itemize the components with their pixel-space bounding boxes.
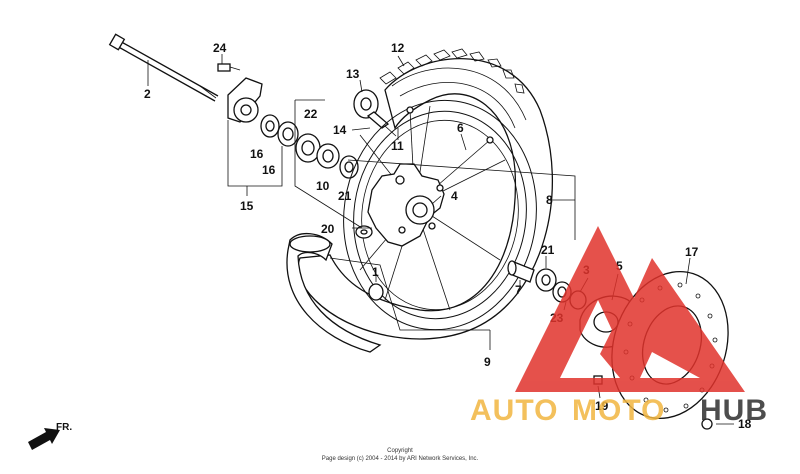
callout-11: 11 xyxy=(391,139,404,153)
callout-16b: 16 xyxy=(262,163,276,177)
callout-10: 10 xyxy=(316,179,330,193)
front-label: FR. xyxy=(56,422,72,433)
callout-21b: 21 xyxy=(541,243,555,257)
callout-16a: 16 xyxy=(250,147,264,161)
callout-7: 7 xyxy=(515,283,522,297)
watermark-moto: MOTO xyxy=(572,394,665,427)
callout-19: 19 xyxy=(595,399,609,413)
bearing-set-left xyxy=(295,133,359,179)
callout-17: 17 xyxy=(685,245,699,259)
copyright-line: Page design (c) 2004 - 2014 by ARI Netwo… xyxy=(322,456,479,462)
callout-13: 13 xyxy=(346,67,360,81)
callout-14: 14 xyxy=(333,123,347,137)
callout-9: 9 xyxy=(484,355,491,369)
callout-22: 22 xyxy=(304,107,318,121)
callout-21a: 21 xyxy=(338,189,352,203)
callout-15: 15 xyxy=(240,199,254,213)
watermark-logo: AUTO MOTO HUB xyxy=(470,226,768,427)
inner-tube xyxy=(286,233,382,353)
dust-seal xyxy=(260,114,299,147)
callout-18: 18 xyxy=(738,417,752,431)
axle-holder xyxy=(227,77,263,123)
callout-24: 24 xyxy=(213,41,227,55)
watermark-auto: AUTO xyxy=(470,394,558,427)
distance-collar xyxy=(507,260,535,283)
callout-4: 4 xyxy=(451,189,458,203)
callout-8: 8 xyxy=(546,193,553,207)
rim-lock-nut xyxy=(368,283,384,301)
copyright-title: Copyright xyxy=(387,448,413,454)
callout-5: 5 xyxy=(616,259,623,273)
callout-1: 1 xyxy=(372,265,379,279)
tube-valve xyxy=(353,89,397,137)
front-axle xyxy=(108,33,219,102)
wheel-rim xyxy=(343,99,537,331)
wheel-hub xyxy=(367,163,445,247)
front-arrow-icon xyxy=(28,428,60,450)
callout-6: 6 xyxy=(457,121,464,135)
small-nut xyxy=(355,225,373,239)
callout-20: 20 xyxy=(321,222,335,236)
bolt xyxy=(217,63,241,72)
disc-nut xyxy=(701,418,713,430)
callout-2: 2 xyxy=(144,87,151,101)
callout-12: 12 xyxy=(391,41,405,55)
watermark-hub: HUB xyxy=(700,394,768,427)
